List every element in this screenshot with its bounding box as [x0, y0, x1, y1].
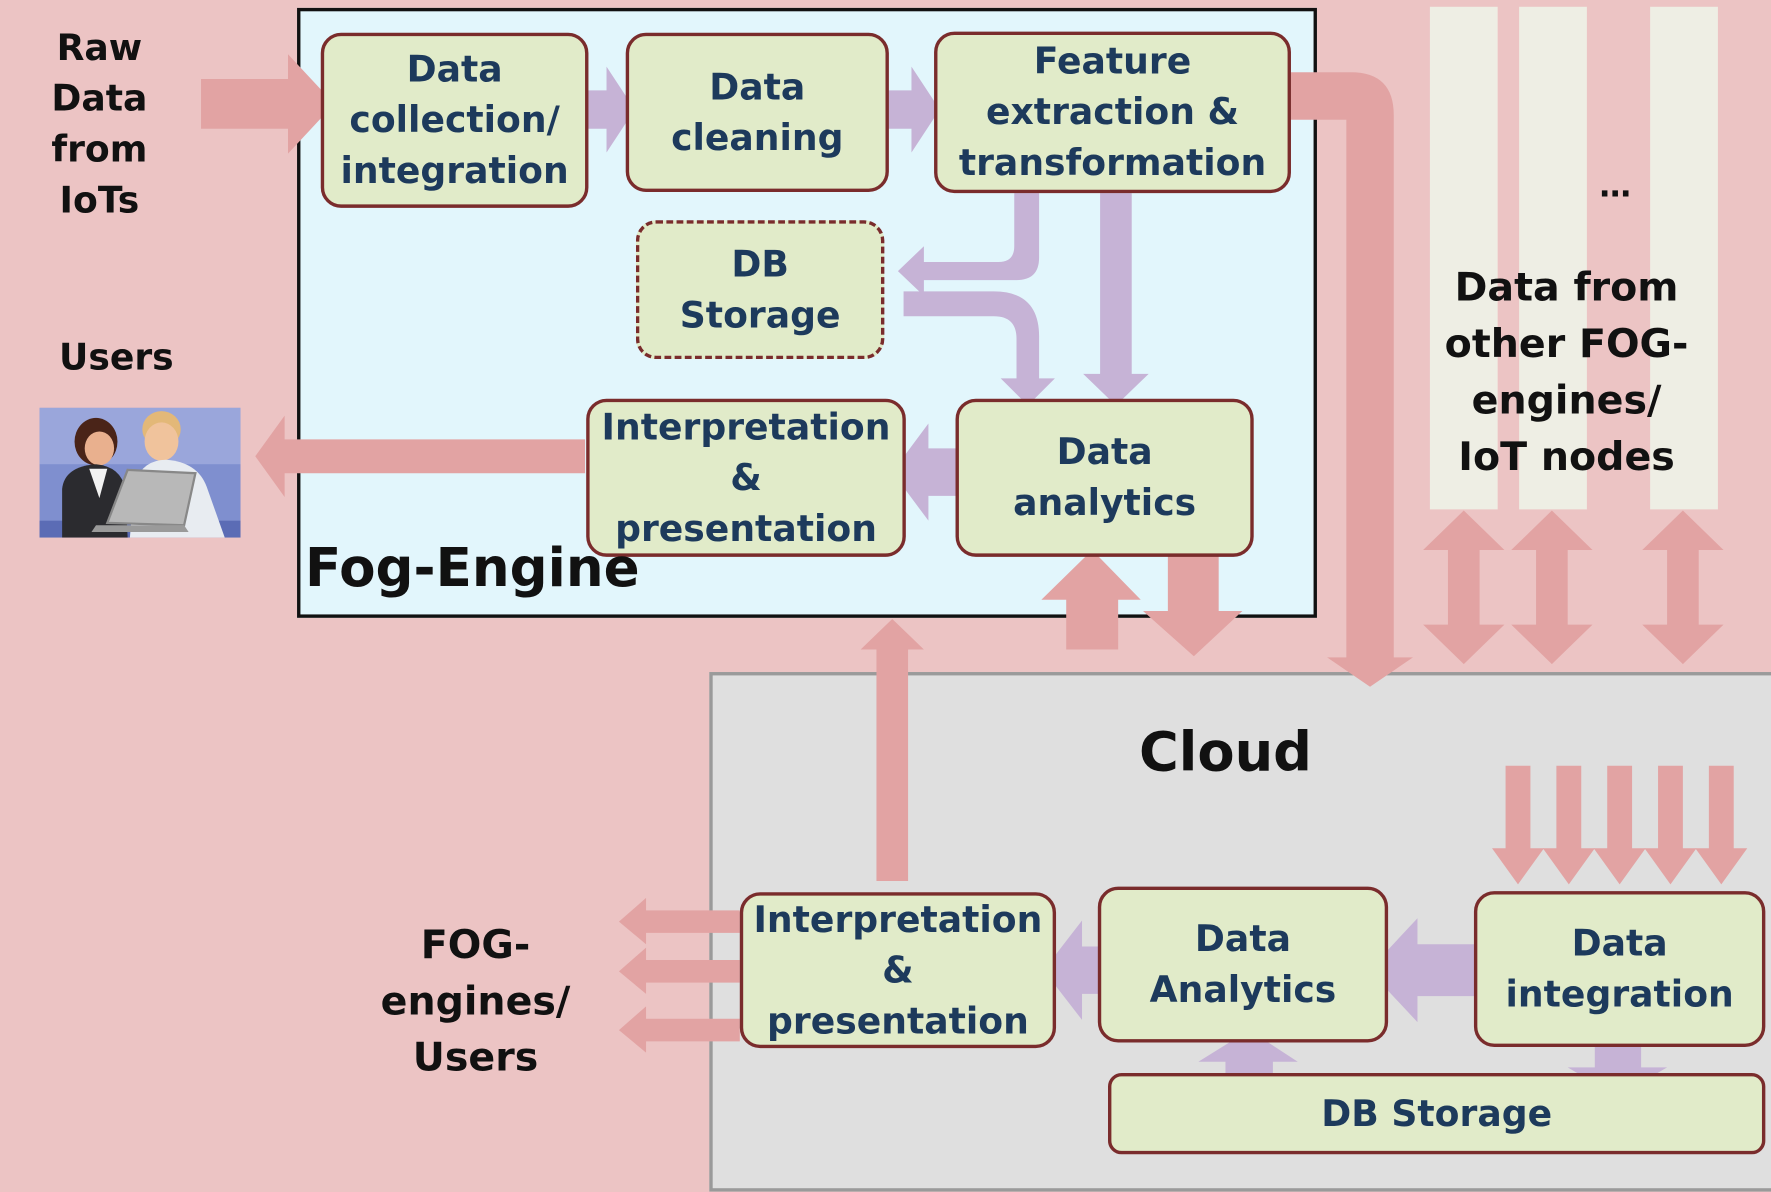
feature-to-db-arrow — [897, 193, 1040, 296]
cloud-data-integration-label: Data integration — [1505, 921, 1734, 1016]
other-fog-lane-3 — [1650, 6, 1718, 510]
out-arrow-1 — [618, 897, 740, 945]
out-arrow-2 — [618, 947, 740, 994]
out-arrow-3 — [618, 1006, 740, 1053]
fog-db-storage-box: DB Storage — [635, 220, 885, 360]
other-fog-ellipsis: … — [1599, 167, 1631, 205]
fog-data-collection-box: Data collection/ integration — [320, 32, 589, 208]
fog-data-cleaning-label: Data cleaning — [671, 64, 844, 159]
lane-double-arrow-2 — [1511, 510, 1593, 665]
cloud-data-integration-box: Data integration — [1473, 891, 1766, 1048]
fog-to-cloud-arrow — [1290, 72, 1413, 687]
fog-engine-title: Fog-Engine — [304, 537, 640, 600]
fog-users-label: FOG-engines/ Users — [380, 922, 571, 1081]
fog-data-collection-label: Data collection/ integration — [340, 47, 569, 193]
fog-interpretation-box: Interpretation & presentation — [586, 398, 906, 557]
fog-data-analytics-box: Data analytics — [955, 398, 1254, 557]
fog-feature-extraction-box: Feature extraction & transformation — [934, 31, 1291, 194]
raw-data-arrow — [201, 54, 335, 154]
down-arrow-5 — [1695, 765, 1748, 885]
down-arrow-4 — [1644, 765, 1697, 885]
other-fog-lane-1 — [1429, 6, 1498, 510]
cloud-analytics-to-interpretation-arrow — [1043, 920, 1119, 1020]
cloud-title: Cloud — [1138, 720, 1312, 784]
cloud-interpretation-box: Interpretation & presentation — [739, 892, 1057, 1049]
users-label: Users — [58, 335, 174, 379]
down-arrow-1 — [1492, 765, 1544, 885]
fog-db-storage-label: DB Storage — [679, 242, 841, 337]
fog-feature-extraction-label: Feature extraction & transformation — [958, 39, 1267, 185]
cloud-interpretation-up-arrow — [860, 618, 924, 881]
lane-double-arrow-3 — [1642, 510, 1724, 665]
cloud-to-fog-up-arrow — [1041, 550, 1141, 650]
cloud-data-analytics-box: Data Analytics — [1097, 886, 1389, 1043]
db-to-analytics-arrow — [903, 291, 1055, 406]
feature-to-analytics-arrow — [1083, 193, 1149, 406]
other-fog-label: Data from other FOG- engines/ IoT nodes — [1444, 265, 1689, 481]
integration-to-db-down-arrow — [1567, 1041, 1668, 1097]
cloud-db-storage-label: DB Storage — [1321, 1091, 1553, 1135]
cloud-db-storage-box: DB Storage — [1108, 1072, 1766, 1155]
down-arrow-3 — [1593, 765, 1646, 885]
fog-data-analytics-label: Data analytics — [1013, 430, 1197, 525]
fog-interpretation-label: Interpretation & presentation — [601, 404, 891, 550]
down-arrow-2 — [1542, 765, 1595, 885]
cleaning-to-feature-arrow — [884, 66, 940, 153]
analytics-to-interpretation-arrow — [892, 423, 967, 521]
cloud-interpretation-label: Interpretation & presentation — [753, 897, 1043, 1042]
collection-to-cleaning-arrow — [579, 66, 635, 153]
other-fog-lane-2 — [1519, 6, 1587, 510]
cloud-data-analytics-label: Data Analytics — [1149, 917, 1337, 1011]
to-users-arrow — [255, 415, 586, 497]
fog-data-cleaning-box: Data cleaning — [625, 32, 889, 193]
fog-to-cloud-down-arrow — [1143, 547, 1243, 657]
raw-data-label: Raw Data from IoTs — [51, 25, 148, 222]
lane-double-arrow-1 — [1423, 510, 1505, 665]
users-at-laptop-icon — [39, 407, 241, 538]
